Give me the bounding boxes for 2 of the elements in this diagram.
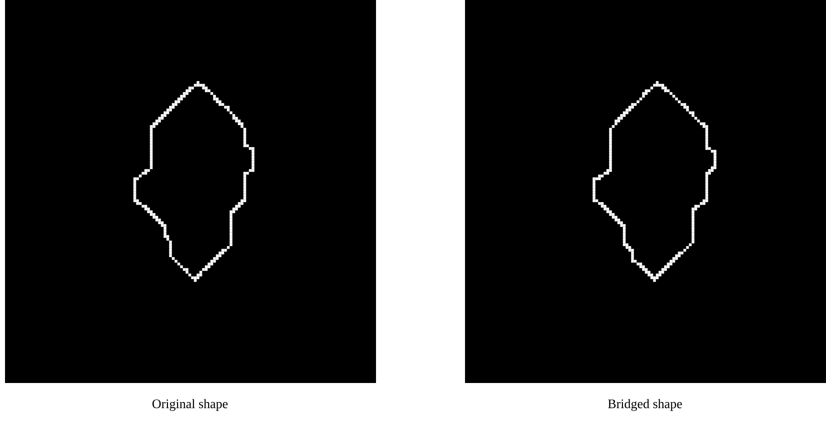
caption: Bridged shape	[608, 399, 682, 411]
caption: Original shape	[152, 399, 228, 411]
